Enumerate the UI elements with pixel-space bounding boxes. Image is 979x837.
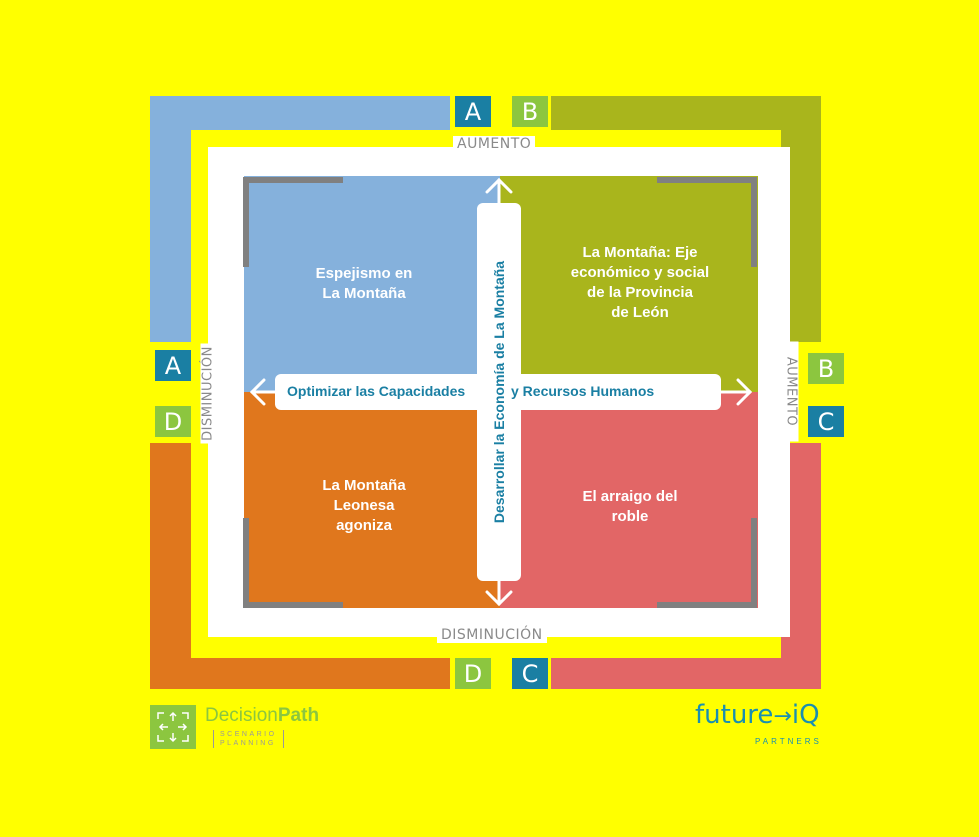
futureiq-name-b: iQ [791,700,820,730]
quadrant-a-line2: La Montaña [322,285,406,302]
quadrant-d [244,392,500,608]
horizontal-axis-title-right: y Recursos Humanos [511,383,655,399]
decisionpath-logo: DecisionPath SCENARIO PLANNING [150,705,350,751]
futureiq-arrow-icon: → [773,704,792,729]
label-d-left: D [155,406,191,437]
futureiq-name-a: future [695,700,774,730]
quadrant-a-line1: Espejismo en [315,265,413,282]
vertical-axis-bar [477,203,521,581]
quadrant-b [500,176,758,392]
bracket-br-v [751,518,757,608]
decisionpath-sub2: PLANNING [220,740,276,747]
quadrant-c-line1: El arraigo del [582,488,678,505]
bracket-tr-h [657,177,757,183]
quadrant-d-title: La Montaña Leonesa agoniza [294,476,434,536]
futureiq-name: future→iQ [695,700,820,730]
decisionpath-sub1: SCENARIO [220,731,277,738]
quadrant-d-line3: agoniza [336,517,392,534]
quadrant-b-line2: económico y social [570,264,710,281]
decisionpath-icon [150,705,196,749]
quadrant-b-line1: La Montaña: Eje [582,244,698,261]
label-a-left: A [155,350,191,381]
label-b-right: B [808,353,844,384]
label-b-top: B [512,96,548,127]
quadrant-c [500,392,758,608]
quadrant-a-title: Espejismo en La Montaña [294,264,434,304]
bracket-tl-v [243,177,249,267]
label-d-bottom: D [455,658,491,689]
quadrant-b-title: La Montaña: Eje económico y social de la… [540,243,740,323]
quadrant-b-line3: de la Provincia [587,284,693,301]
bracket-tl-h [243,177,343,183]
futureiq-logo: future→iQ PARTNERS [695,700,835,750]
quadrant-d-line1: La Montaña [322,477,406,494]
decisionpath-name-bold: Path [277,705,320,726]
decisionpath-name-plain: Decision [205,705,278,726]
quadrant-c-title: El arraigo del roble [550,487,710,527]
quadrant-c-line2: roble [611,508,649,525]
label-a-top: A [455,96,491,127]
axis-top-label: AUMENTO [453,136,536,152]
arrow-down-head [485,590,513,607]
quadrant-a [244,176,500,392]
horizontal-axis-title-left: Optimizar las Capacidades [287,383,466,399]
futureiq-subtitle: PARTNERS [755,737,822,746]
label-c-bottom: C [512,658,548,689]
bracket-br-h [657,602,757,608]
bracket-bl-v [243,518,249,608]
decisionpath-name: DecisionPath [205,705,319,727]
bracket-tr-v [751,177,757,267]
arrow-up-head [485,177,513,194]
arrow-left-head [249,378,266,406]
axis-bottom-label: DISMINUCIÓN [437,627,547,643]
decisionpath-subtitle: SCENARIO PLANNING [213,730,284,748]
quadrant-b-line4: de León [611,304,669,321]
bracket-bl-h [243,602,343,608]
label-c-right: C [808,406,844,437]
arrow-right-head [736,378,753,406]
quadrant-d-line2: Leonesa [333,497,395,514]
